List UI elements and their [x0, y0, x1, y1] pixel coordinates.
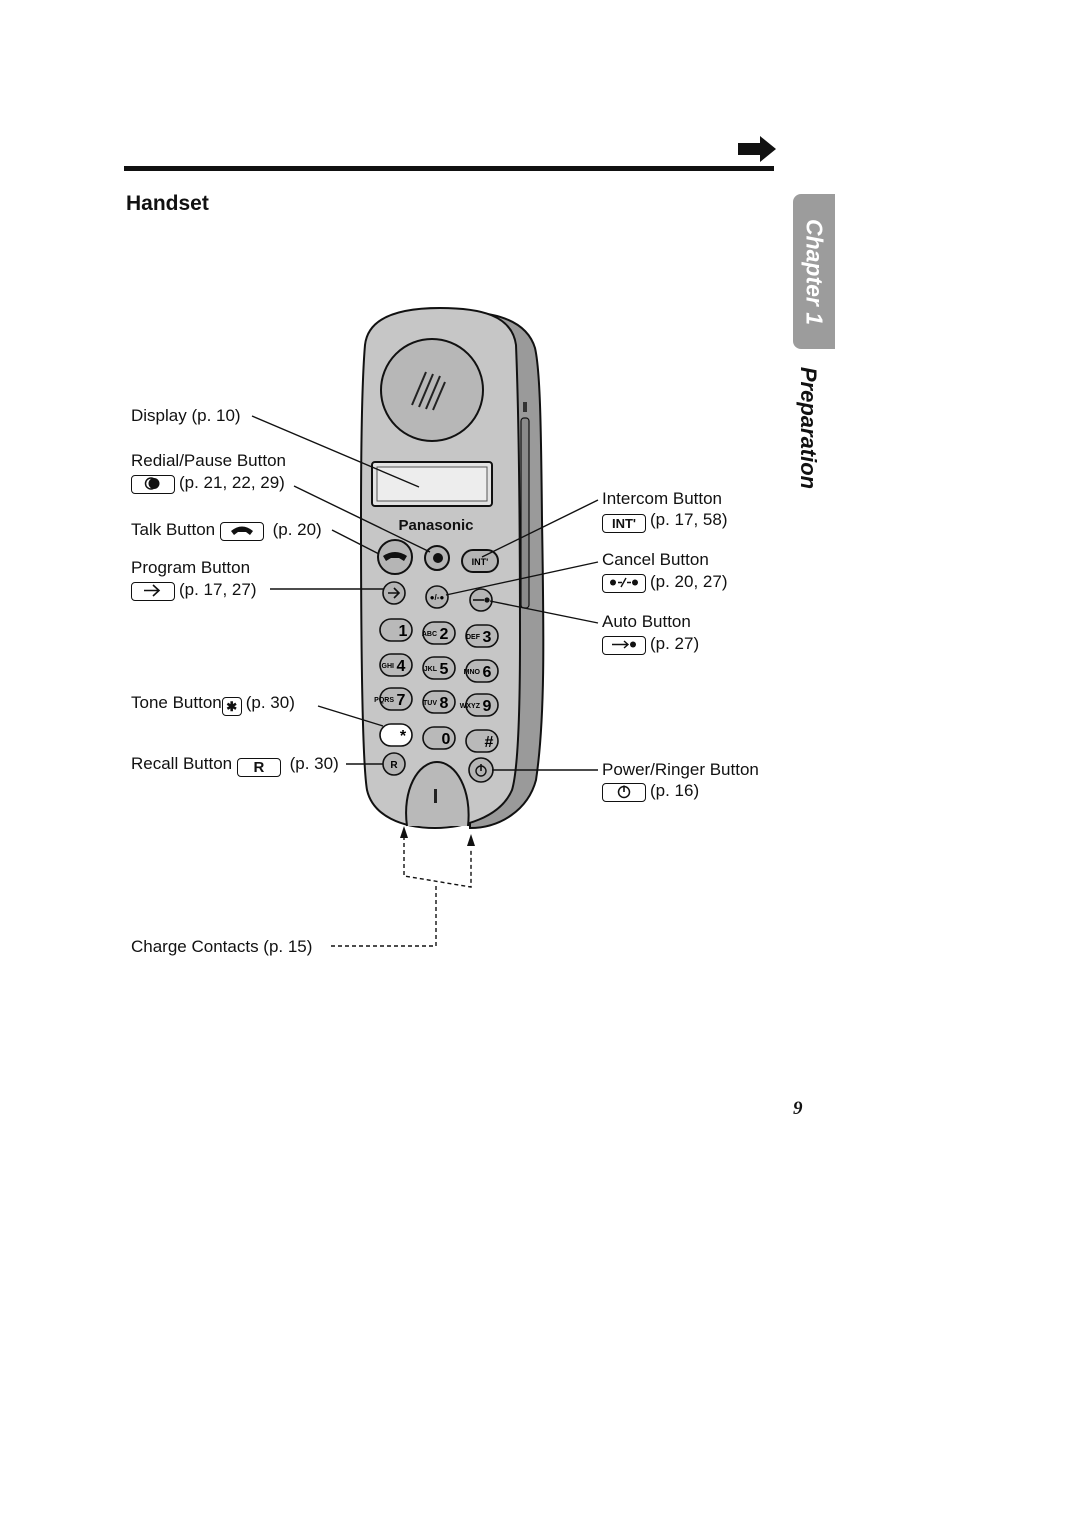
handset-icon [219, 522, 264, 541]
page-number: 9 [793, 1098, 803, 1119]
svg-text:INT': INT' [472, 557, 489, 567]
callout-intercom-ref: INT'(p. 17, 58) [602, 509, 728, 533]
callout-cancel-name: Cancel Button [602, 550, 709, 569]
keypad-digit: 9 [483, 698, 492, 715]
auto-button[interactable] [469, 588, 493, 612]
keypad-digit: 4 [397, 658, 406, 675]
redial-pause-button[interactable] [424, 545, 450, 571]
svg-text:R: R [390, 760, 398, 771]
intercom-button[interactable]: INT' [461, 549, 499, 573]
callout-display: Display (p. 10) [131, 406, 241, 425]
keypad-digit: 2 [440, 626, 449, 643]
keypad-key-1[interactable]: 1 [379, 618, 413, 642]
callout-auto-name: Auto Button [602, 612, 691, 631]
asterisk-icon: ✱ [221, 697, 242, 716]
keypad-digit: 7 [397, 692, 406, 709]
keypad-letters: PQRS [374, 697, 394, 704]
keypad-letters: ABC [422, 631, 437, 638]
section-title: Handset [126, 192, 209, 215]
talk-button[interactable] [377, 539, 413, 575]
callout-redial-name: Redial/Pause Button [131, 451, 286, 470]
power-icon [602, 783, 646, 802]
keypad-letters: TUV [423, 700, 437, 707]
keypad-key-star[interactable]: * [379, 723, 413, 747]
keypad-digit: 5 [440, 661, 449, 678]
callout-intercom-name: Intercom Button [602, 489, 723, 508]
keypad-letters: DEF [466, 634, 481, 641]
recall-key: R [236, 758, 281, 777]
recall-button[interactable]: R [382, 752, 406, 776]
brand-logo: Panasonic [398, 517, 473, 534]
program-button[interactable] [382, 581, 406, 605]
keypad-digit: 6 [483, 664, 492, 681]
microphone-hood [405, 760, 470, 827]
keypad-digit: 0 [442, 731, 451, 748]
keypad-letters: JKL [424, 666, 438, 673]
auto-arrow-icon [602, 636, 646, 655]
callout-cancel-ref: (p. 20, 27) [602, 571, 728, 593]
chapter-tab: Chapter 1 [793, 194, 835, 349]
keypad-letters: GHI [382, 663, 395, 670]
callout-tone: Tone Button✱(p. 30) [131, 693, 295, 716]
keypad-key-hash[interactable]: # [465, 729, 499, 753]
callout-talk: Talk Button (p. 20) [131, 520, 322, 541]
callout-charge: Charge Contacts (p. 15) [131, 937, 313, 956]
keypad-digit: * [400, 728, 407, 745]
keypad-key-0[interactable]: 0 [422, 726, 456, 750]
callout-redial-ref: (p. 21, 22, 29) [131, 472, 285, 494]
keypad-letters: MNO [464, 669, 481, 676]
intercom-key: INT' [602, 514, 646, 533]
callout-recall: Recall Button R (p. 30) [131, 754, 339, 777]
callout-power-ref: (p. 16) [602, 780, 699, 802]
callout-auto-ref: (p. 27) [602, 633, 699, 655]
callout-program-ref: (p. 17, 27) [131, 579, 257, 601]
right-arrow-icon [738, 136, 776, 162]
redial-pause-icon [131, 475, 175, 494]
speaker-icon [411, 371, 446, 411]
keypad-digit: 3 [483, 629, 492, 646]
callout-program-name: Program Button [131, 558, 251, 577]
keypad-letters: WXYZ [460, 703, 481, 710]
cancel-button[interactable]: ●/-● [425, 585, 449, 609]
svg-text:●/-●: ●/-● [430, 593, 445, 602]
power-ringer-button[interactable] [468, 757, 494, 783]
keypad-digit: 1 [399, 623, 408, 640]
header-rule [124, 166, 774, 171]
keypad-digit: # [485, 734, 494, 751]
cancel-icon [602, 574, 646, 593]
keypad-digit: 8 [440, 695, 449, 712]
callout-power-name: Power/Ringer Button [602, 760, 759, 779]
program-arrow-icon [131, 582, 175, 601]
